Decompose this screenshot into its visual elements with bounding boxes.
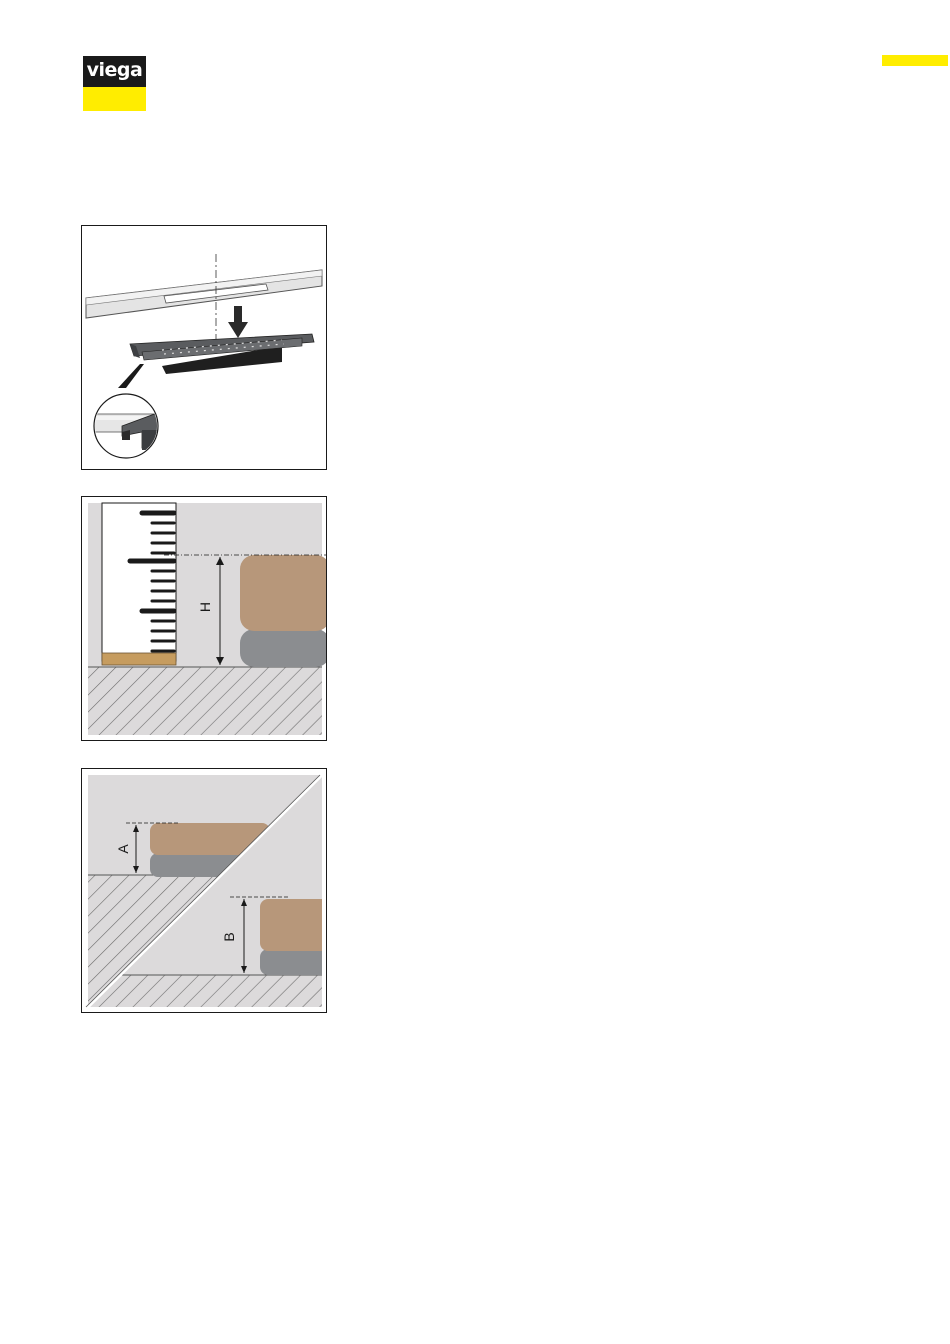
viega-logo: viega (83, 56, 146, 111)
height-measurement-illustration: H (82, 497, 326, 740)
logo-yellow-bar (83, 87, 146, 111)
figure-height-measurement: H (81, 496, 327, 741)
figure-drain-insert (81, 225, 327, 470)
dimension-label-h: H (197, 602, 213, 612)
figure-floor-levels: A B (81, 768, 327, 1013)
page-marker-tab (882, 55, 948, 66)
floor-levels-illustration: A B (82, 769, 326, 1012)
logo-wordmark: viega (83, 56, 146, 87)
dimension-label-b: B (221, 932, 237, 941)
dimension-label-a: A (115, 844, 131, 854)
drain-insert-illustration (82, 226, 326, 469)
